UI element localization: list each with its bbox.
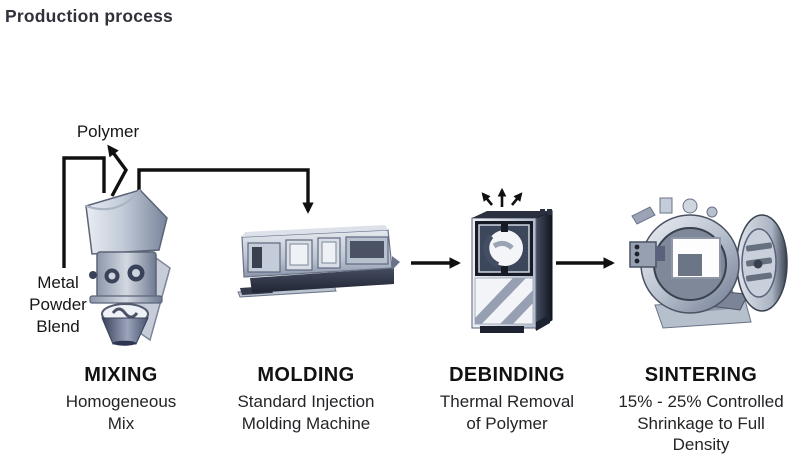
metal-powder-line-3: Blend xyxy=(36,317,80,336)
stage-mixing-heading: MIXING xyxy=(84,364,158,386)
stage-sintering-description: 15% - 25% Controlled Shrinkage to Full D… xyxy=(618,392,784,454)
stage-molding: MOLDING Standard Injection Molding Machi… xyxy=(216,364,396,434)
stage-debinding-heading: DEBINDING xyxy=(449,364,565,386)
stage-debinding: DEBINDING Thermal Removal of Polymer xyxy=(417,364,597,434)
stage-molding-heading: MOLDING xyxy=(257,364,355,386)
sintering-furnace-icon xyxy=(629,197,788,329)
polymer-label: Polymer xyxy=(76,122,140,141)
metal-powder-line-1: Metal xyxy=(37,273,79,292)
debinding-oven-icon xyxy=(471,209,553,333)
stage-mixing: MIXING Homogeneous Mix xyxy=(31,364,211,434)
polymer-vapor-arrows xyxy=(481,187,523,207)
stage-debinding-description: Thermal Removal of Polymer xyxy=(439,392,575,433)
stage-sintering-heading: SINTERING xyxy=(644,364,758,386)
page-title: Production process xyxy=(5,6,173,26)
mixer-icon xyxy=(85,189,171,346)
stage-mixing-description: Homogeneous Mix xyxy=(65,392,177,433)
stage-sintering: SINTERING 15% - 25% Controlled Shrinkage… xyxy=(601,364,801,456)
metal-powder-label: Metal Powder Blend xyxy=(16,272,100,338)
injection-molding-machine-icon xyxy=(237,225,400,298)
metal-powder-line-2: Powder xyxy=(29,295,87,314)
stage-molding-description: Standard Injection Molding Machine xyxy=(237,392,375,433)
